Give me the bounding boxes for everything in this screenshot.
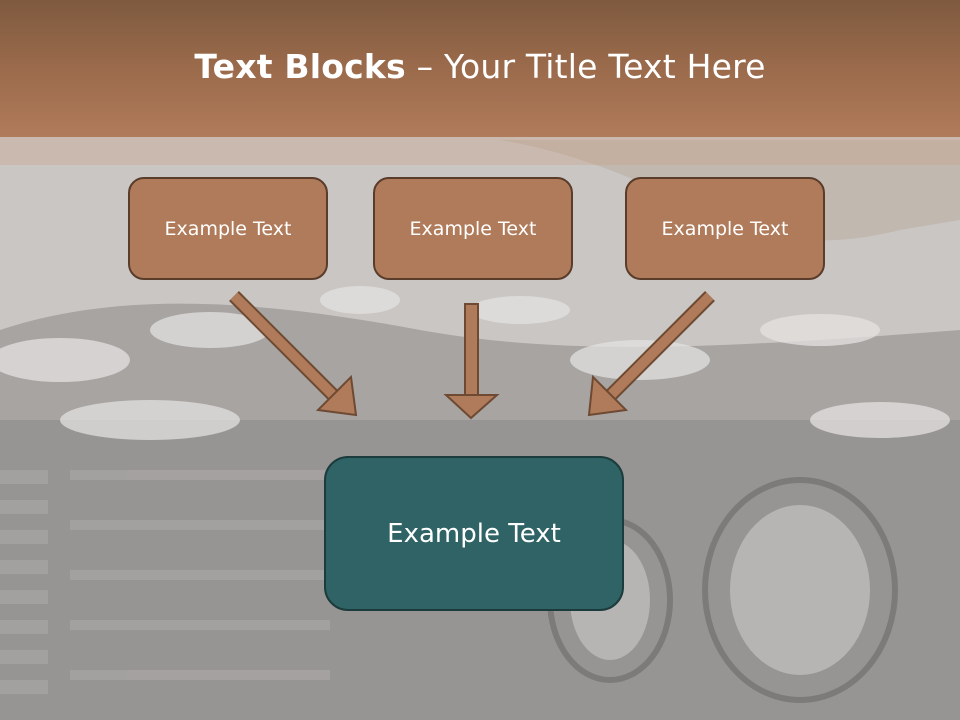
text-block-left: Example Text: [128, 177, 328, 280]
text-block-right: Example Text: [625, 177, 825, 280]
text-block-left-label: Example Text: [164, 217, 292, 240]
title-bar: Text Blocks – Your Title Text Here: [0, 0, 960, 137]
title-bold-part: Text Blocks: [194, 47, 406, 86]
text-block-bottom-label: Example Text: [387, 518, 561, 549]
text-block-center: Example Text: [373, 177, 573, 280]
text-block-right-label: Example Text: [661, 217, 789, 240]
text-block-center-label: Example Text: [409, 217, 537, 240]
title-dash: –: [405, 47, 444, 86]
slide-title: Text Blocks – Your Title Text Here: [194, 47, 765, 86]
text-block-bottom: Example Text: [324, 456, 624, 611]
title-rest: Your Title Text Here: [443, 47, 766, 86]
title-underline-strip: [0, 137, 960, 165]
